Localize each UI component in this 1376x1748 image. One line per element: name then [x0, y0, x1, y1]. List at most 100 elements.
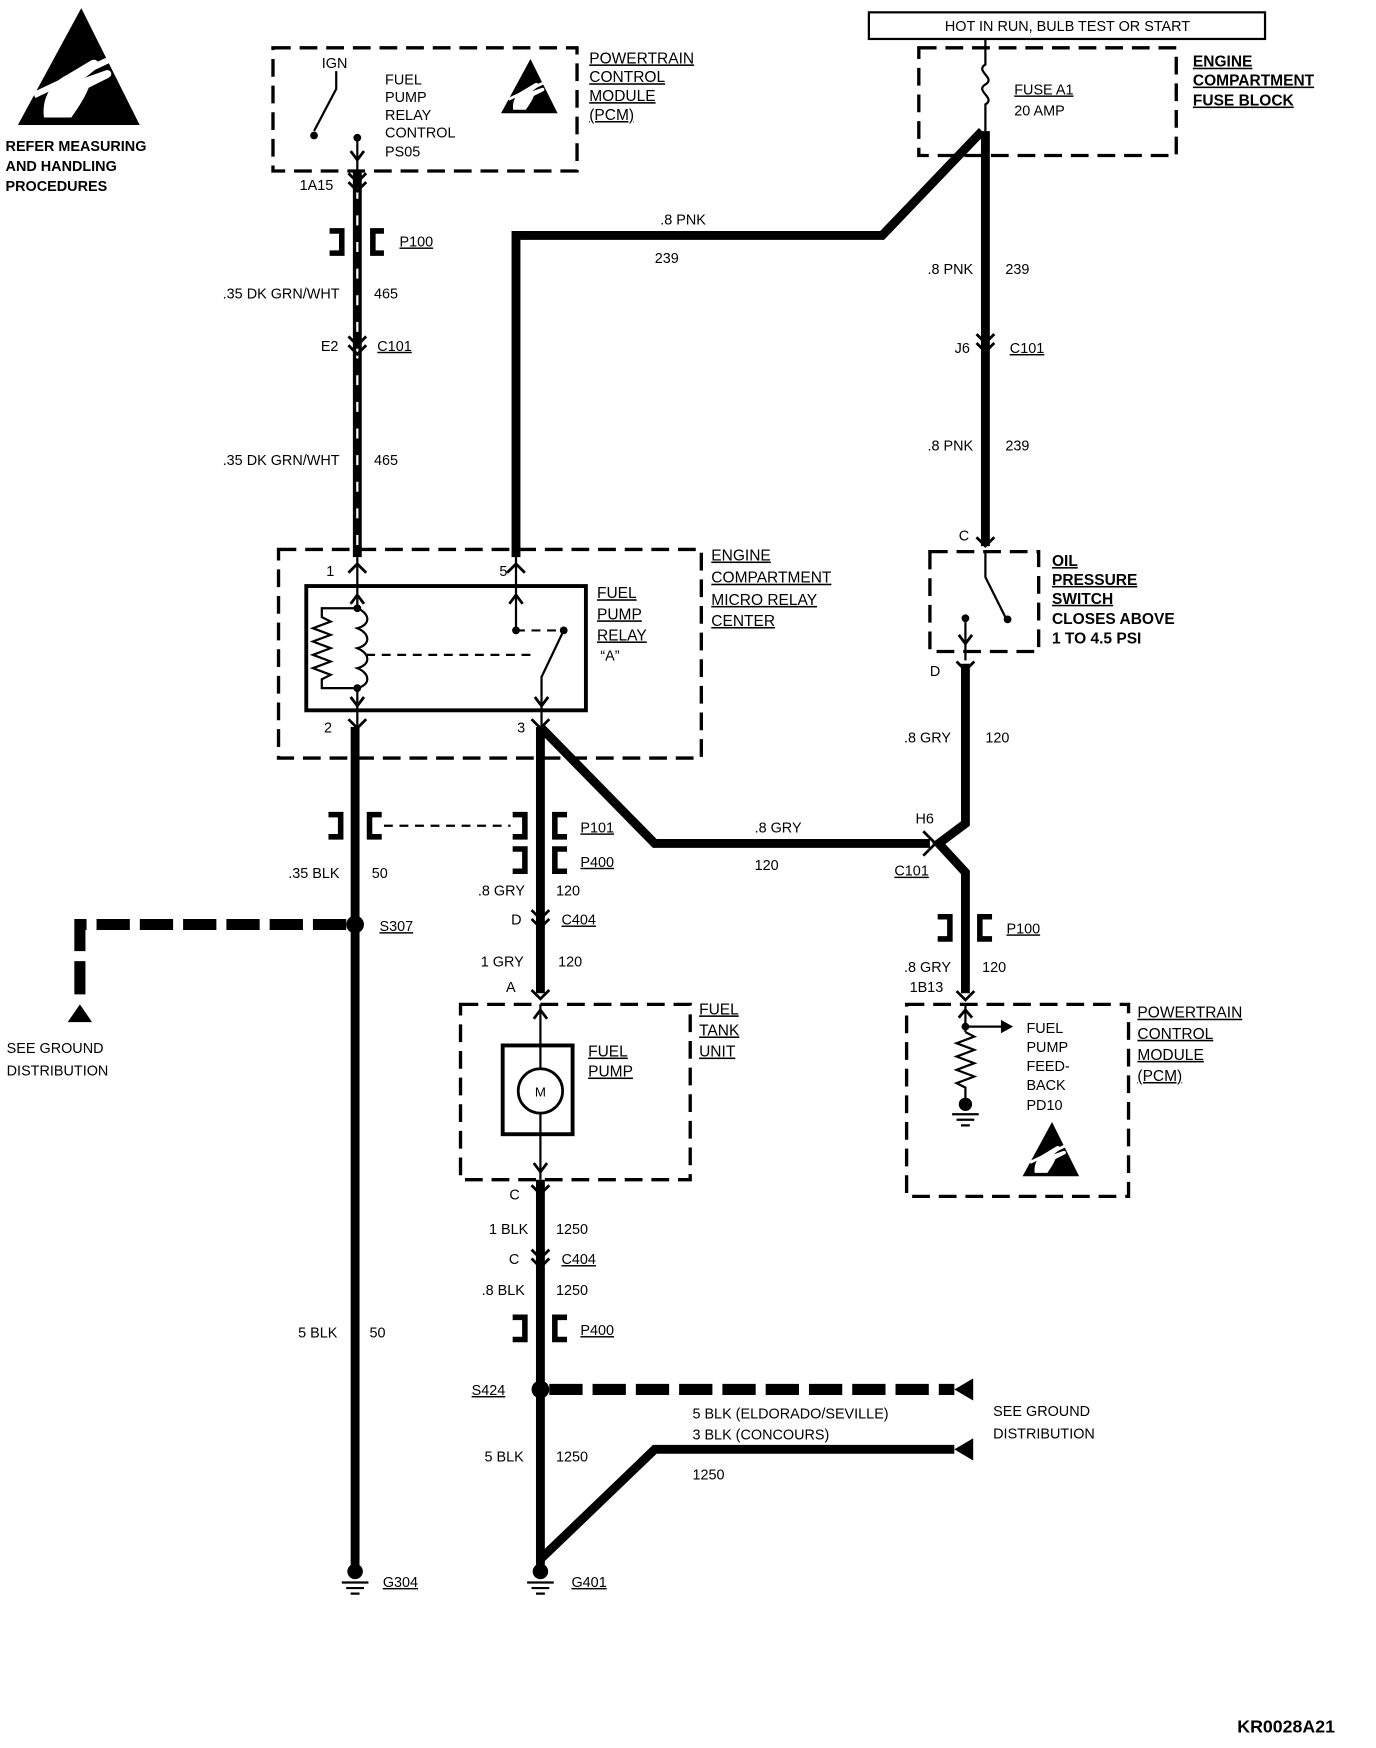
connector-1b13-symbol: [955, 990, 976, 1002]
fuel-pump-box: [500, 1043, 575, 1137]
pass-through-p400-lower: P400: [580, 1323, 614, 1339]
pcm-internal-ground-icon: [952, 1097, 979, 1127]
wire-50-upper-circuit: 50: [372, 866, 388, 882]
figure-id: KR0028A21: [1237, 1716, 1335, 1736]
relay-center-label-4: CENTER: [711, 613, 775, 630]
connector-c101-j6-symbol: [975, 333, 996, 354]
pcm-right-label-2: CONTROL: [1137, 1026, 1213, 1043]
oil-switch-spec-2: 1 TO 4.5 PSI: [1052, 631, 1141, 648]
pcm-top-function-2: PUMP: [385, 90, 427, 106]
oil-switch-pin-c: C: [959, 529, 969, 545]
pass-through-p101: P101: [580, 820, 614, 836]
wire-120-switch-circuit: 120: [985, 731, 1009, 747]
fuel-tank-pin-c: C: [509, 1188, 519, 1204]
pass-through-p100-left-symbol: [329, 228, 384, 256]
splice-s307-dot: [346, 915, 364, 934]
pcm-right-terminal: 1B13: [910, 980, 944, 996]
fuel-tank-label-2: TANK: [699, 1022, 740, 1039]
connector-c101-e2-pin: E2: [321, 339, 339, 355]
wire-1250-branch: [537, 1444, 955, 1563]
connector-c404-d-name: C404: [561, 912, 595, 928]
pcm-top-label-2: CONTROL: [589, 69, 665, 86]
relay-center-label-2: COMPARTMENT: [711, 570, 832, 587]
wire-120-pcm-gauge: .8 GRY: [904, 960, 951, 976]
wire-120-c404-circuit: 120: [556, 884, 580, 900]
connector-c404-c-name: C404: [561, 1252, 595, 1268]
wire-465-lower-gauge: .35 DK GRN/WHT: [223, 453, 340, 469]
wire-50-lower-circuit: 50: [370, 1325, 386, 1341]
connector-c101-e2-symbol: [347, 335, 368, 357]
pcm-right-label-3: MODULE: [1137, 1047, 1203, 1064]
oil-switch-label-1: OIL: [1052, 553, 1078, 570]
pass-through-p400-upper-symbol: [512, 846, 568, 874]
pcm-top-terminal: 1A15: [300, 178, 334, 194]
wire-465-upper-circuit: 465: [374, 287, 398, 303]
pcm-relay-control-switch: [310, 71, 366, 172]
wire-120-switch-to-pcm: [932, 663, 970, 994]
connector-1a15-symbol: [347, 172, 368, 193]
pcm-top-label-1: POWERTRAIN: [589, 50, 694, 67]
pcm-top-label-4: (PCM): [589, 107, 634, 124]
relay-pin-2: 2: [324, 721, 332, 737]
wire-120-c404-gauge: .8 GRY: [478, 884, 525, 900]
pass-through-p100-right: P100: [1006, 921, 1040, 937]
connector-c404-c-symbol: [530, 1248, 551, 1270]
wire-120-relay-to-c101: [537, 723, 930, 848]
ground-variant-2: 3 BLK (CONCOURS): [692, 1427, 829, 1443]
ground-distribution-right-line-2: DISTRIBUTION: [993, 1426, 1095, 1442]
wire-120-pcm-circuit: 120: [982, 960, 1006, 976]
fuel-pump-label-1: FUEL: [588, 1044, 628, 1061]
wire-120-pump-circuit: 120: [558, 955, 582, 971]
wire-1250-pump-circuit: 1250: [556, 1222, 588, 1238]
pcm-right-function-4: BACK: [1026, 1078, 1066, 1094]
ground-branch-arrow-icon: [954, 1438, 974, 1461]
pcm-right-label-4: (PCM): [1137, 1068, 1182, 1085]
wire-239-relay-circuit: 239: [655, 251, 679, 267]
pass-through-p400-lower-symbol: [512, 1314, 568, 1343]
pcm-right-function-3: FEED-: [1026, 1059, 1069, 1075]
pcm-top-function-3: RELAY: [385, 108, 432, 124]
pcm-right-function-2: PUMP: [1026, 1040, 1068, 1056]
esd-warning-icon: [18, 8, 140, 125]
ground-distribution-left-line: [74, 918, 347, 1005]
fuse-block-box: [917, 46, 1178, 158]
fuel-tank-label-3: UNIT: [699, 1044, 736, 1061]
connector-c101-j6-pin: J6: [955, 341, 970, 357]
relay-center-label-3: MICRO RELAY: [711, 592, 817, 609]
wire-465-lower-circuit: 465: [374, 453, 398, 469]
esd-warning-icon: [1020, 1120, 1081, 1178]
splice-s307: S307: [380, 919, 414, 935]
pcm-right-box: [904, 1002, 1131, 1199]
pcm-top-label-3: MODULE: [589, 88, 655, 105]
power-source-label: HOT IN RUN, BULB TEST OR START: [945, 19, 1190, 35]
oil-switch-connector-c-symbol: [975, 536, 996, 549]
wire-465-upper-gauge: .35 DK GRN/WHT: [223, 287, 340, 303]
splice-s424: S424: [472, 1383, 506, 1399]
connector-c404-d-symbol: [530, 909, 551, 930]
pass-through-p101-left-symbol: [328, 811, 382, 840]
wire-50-lower-gauge: 5 BLK: [298, 1325, 338, 1341]
ground-g401-icon: [527, 1563, 554, 1595]
fuse-a1-symbol: [981, 38, 990, 132]
splice-s424-dot: [531, 1380, 550, 1399]
ground-g304: G304: [383, 1575, 418, 1591]
wire-239-c101-gauge: .8 PNK: [928, 262, 974, 278]
ground-distribution-right-line-1: SEE GROUND: [993, 1404, 1090, 1420]
fuel-pump-motor-label: M: [535, 1084, 546, 1099]
power-source-box: [867, 11, 1267, 41]
fuel-tank-unit-box: [458, 1002, 692, 1182]
fuse-block-label-2: COMPARTMENT: [1193, 73, 1315, 90]
pass-through-p101-right-symbol: [512, 811, 568, 840]
oil-switch-spec-1: CLOSES ABOVE: [1052, 611, 1175, 628]
connector-c404-d-pin: D: [511, 912, 521, 928]
oil-switch-contact: [957, 551, 1012, 661]
wire-239-relay-gauge: .8 PNK: [660, 212, 706, 228]
relay-pin-3: 3: [517, 721, 525, 737]
wire-1250-g401-circuit: 1250: [556, 1450, 588, 1466]
pass-through-p100-left: P100: [399, 234, 433, 250]
oil-switch-pin-d: D: [930, 664, 940, 680]
wire-120-switch-gauge: .8 GRY: [904, 731, 951, 747]
pcm-right-function-1: FUEL: [1026, 1021, 1063, 1037]
connector-c101-h6-symbol: [922, 830, 938, 857]
relay-coil: [309, 557, 369, 727]
